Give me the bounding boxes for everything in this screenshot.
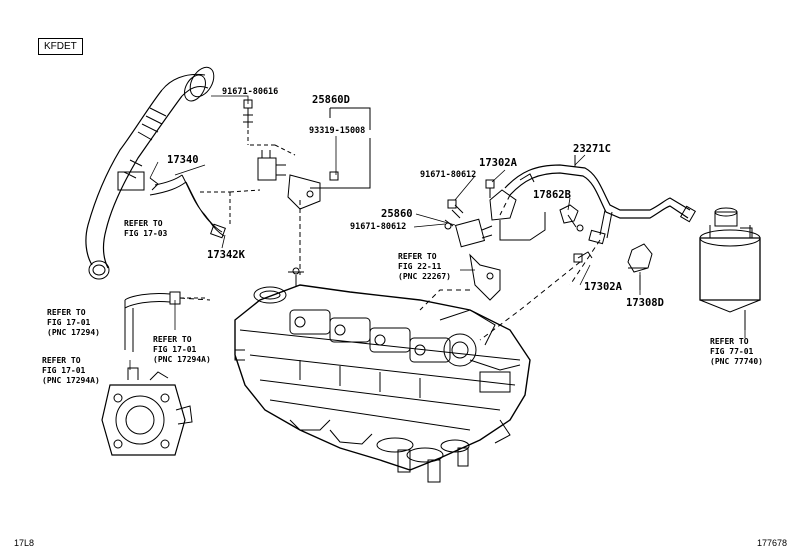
ref-fig17-03[interactable]: REFER TO FIG 17-03 [124,219,167,239]
ref-line: FIG 17-01 [47,318,91,327]
charcoal-canister [699,207,761,330]
part-17862B[interactable]: 17862B [533,189,571,201]
part-91671-80616[interactable]: 91671-80616 [222,87,279,97]
part-17342K[interactable]: 17342K [207,249,245,261]
part-17340[interactable]: 17340 [167,154,199,166]
ref-line: REFER TO [124,219,163,228]
ref-line: (PNC 77740) [710,357,763,366]
part-25860D[interactable]: 25860D [312,94,350,106]
part-17302A-top[interactable]: 17302A [479,157,517,169]
label-leaders [129,95,746,370]
dashed-leaders [179,194,601,341]
part-25860[interactable]: 25860 [381,208,413,220]
ref-line: (PNC 17294A) [153,355,211,364]
ref-fig22-11[interactable]: REFER TO FIG 22-11 (PNC 22267) [398,252,451,282]
vsv-25860D [243,99,371,275]
ref-line: (PNC 17294) [47,328,100,337]
engine-tag: KFDET [38,38,83,55]
part-91671-80612-a[interactable]: 91671-80612 [420,170,477,180]
throttle-body [101,367,193,456]
ref-fig77-01[interactable]: REFER TO FIG 77-01 (PNC 77740) [710,337,763,367]
ref-fig17-01-b[interactable]: REFER TO FIG 17-01 (PNC 17294A) [153,335,211,365]
footer-right-code: 177678 [757,538,788,548]
pipe-23271C [504,155,697,245]
ref-line: REFER TO [42,356,81,365]
part-93319-15008[interactable]: 93319-15008 [309,126,366,136]
ref-line: FIG 22-11 [398,262,442,271]
part-17308D[interactable]: 17308D [626,297,664,309]
footer-left-code: 17L8 [14,538,35,548]
part-91671-80612-b[interactable]: 91671-80612 [350,222,407,232]
engine-block [234,267,531,483]
ref-line: FIG 77-01 [710,347,754,356]
ref-line: FIG 17-01 [153,345,197,354]
ref-line: REFER TO [47,308,86,317]
hose-17340 [149,174,261,239]
ref-line: REFER TO [710,337,749,346]
ref-line: (PNC 17294A) [42,376,100,385]
ref-fig17-01-c[interactable]: REFER TO FIG 17-01 (PNC 17294A) [42,356,100,386]
ref-fig17-01-a[interactable]: REFER TO FIG 17-01 (PNC 17294) [47,308,100,338]
ref-line: (PNC 22267) [398,272,451,281]
part-17302A-bottom[interactable]: 17302A [584,281,622,293]
intake-hose [85,66,215,280]
hose-17302A-bottom [573,251,593,263]
ref-line: FIG 17-03 [124,229,168,238]
part-23271C[interactable]: 23271C [573,143,611,155]
ref-line: REFER TO [398,252,437,261]
ref-line: REFER TO [153,335,192,344]
vsv-25860 [444,179,546,301]
clip-17862B [559,204,584,232]
ref-line: FIG 17-01 [42,366,86,375]
